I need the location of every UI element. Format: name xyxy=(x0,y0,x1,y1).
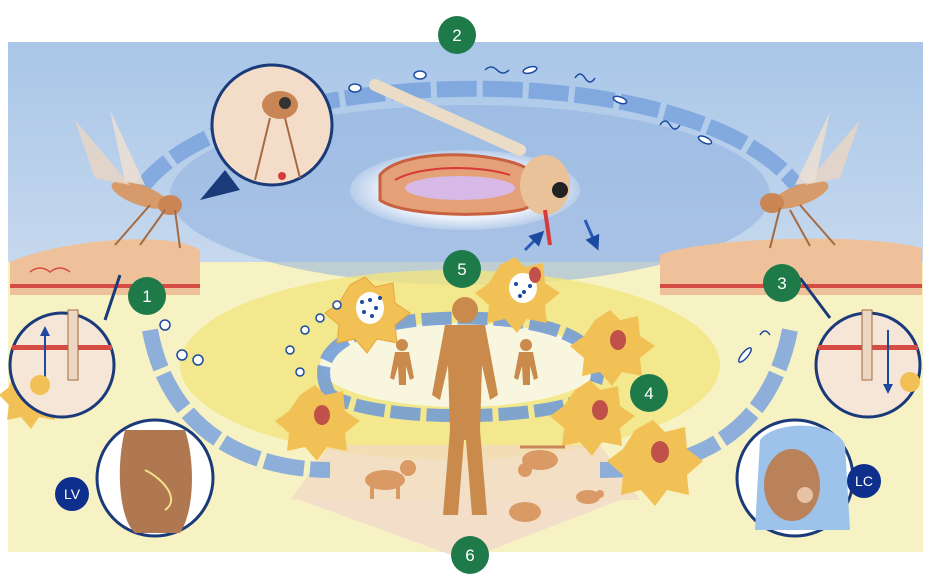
form-badge-lc: LC xyxy=(847,464,881,498)
form-label-lc: LC xyxy=(855,473,873,489)
step-badge-4: 4 xyxy=(630,374,668,412)
step-badge-3: 3 xyxy=(763,264,801,302)
step-badge-5: 5 xyxy=(443,250,481,288)
step-number-4: 4 xyxy=(644,384,653,403)
step-number-1: 1 xyxy=(142,287,151,306)
step-badge-1: 1 xyxy=(128,277,166,315)
step-number-6: 6 xyxy=(465,546,474,565)
cutaneous-face-icon xyxy=(737,420,853,536)
step-number-3: 3 xyxy=(777,274,786,293)
step-number-2: 2 xyxy=(452,26,461,45)
step-badge-2: 2 xyxy=(438,16,476,54)
visceral-abdomen-icon xyxy=(97,420,213,536)
form-badge-lv: LV xyxy=(55,477,89,511)
form-label-lv: LV xyxy=(64,486,81,502)
step-number-5: 5 xyxy=(457,260,466,279)
step-badge-6: 6 xyxy=(451,536,489,574)
